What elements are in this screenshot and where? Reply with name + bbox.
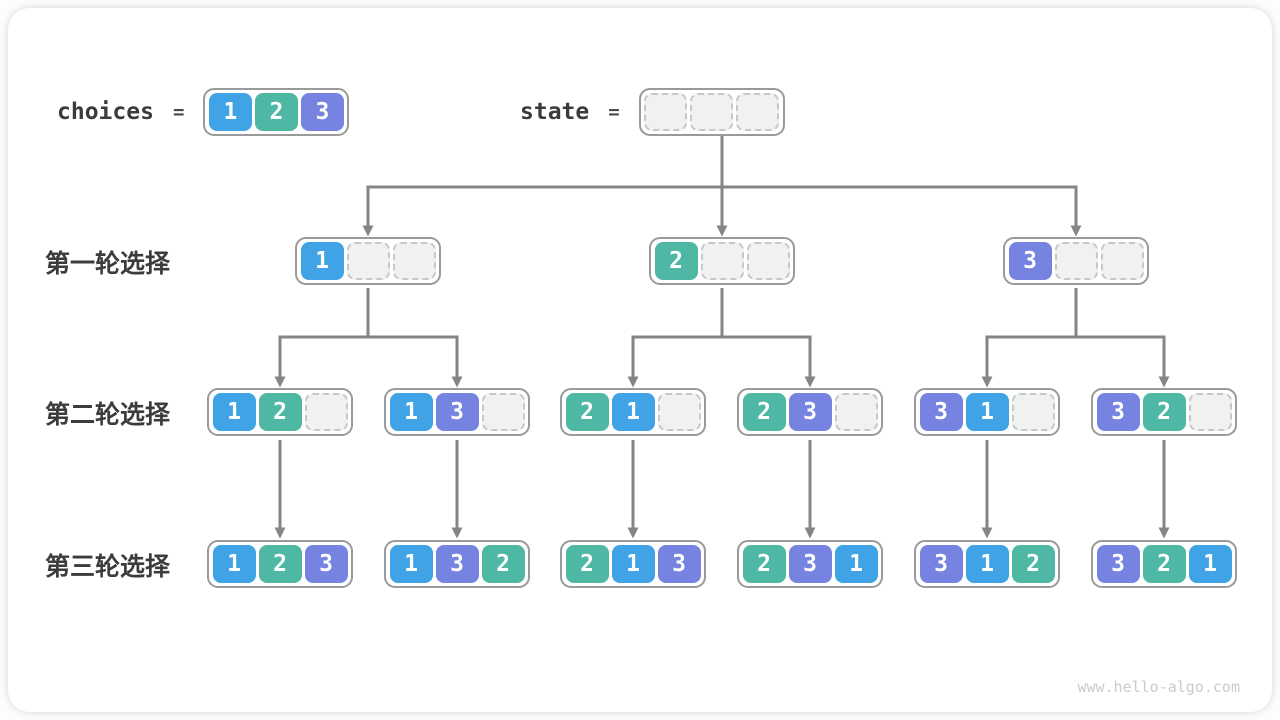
round-2-label: 第二轮选择 (45, 400, 171, 429)
state-cell: 3 (919, 393, 963, 431)
state-cell: 1 (389, 545, 433, 583)
state-cell (1054, 242, 1098, 280)
state-cell: 3 (304, 545, 348, 583)
state-cell: 3 (788, 393, 832, 431)
state-cell (746, 242, 790, 280)
state-cell (657, 393, 701, 431)
state-box: 3 2 1 (1091, 540, 1237, 588)
state-box: 2 3 (737, 388, 883, 436)
state-box: 2 3 1 (737, 540, 883, 588)
state-cell: 3 (1096, 393, 1140, 431)
state-cell (834, 393, 878, 431)
choices-cell: 3 (300, 93, 344, 131)
state-cell: 2 (742, 545, 786, 583)
state-cell (1011, 393, 1055, 431)
state-cell: 1 (1188, 545, 1232, 583)
state-box: 2 (649, 237, 795, 285)
state-cell: 3 (919, 545, 963, 583)
state-box: 1 2 3 (207, 540, 353, 588)
state-cell: 2 (258, 545, 302, 583)
watermark: www.hello-algo.com (1077, 678, 1240, 696)
equals-sign: = (172, 101, 185, 123)
equals-sign: = (608, 101, 620, 123)
state-cell: 1 (212, 545, 256, 583)
state-cell (736, 93, 780, 131)
state-cell (690, 93, 734, 131)
state-cell (1100, 242, 1144, 280)
state-label: state (520, 99, 590, 125)
state-cell (1188, 393, 1232, 431)
state-cell: 1 (611, 545, 655, 583)
state-group: state = (520, 88, 785, 136)
choices-box: 1 2 3 (203, 88, 350, 136)
state-cell: 3 (1008, 242, 1052, 280)
state-cell: 2 (1011, 545, 1055, 583)
state-cell (392, 242, 436, 280)
state-box: 3 2 (1091, 388, 1237, 436)
state-cell: 1 (965, 393, 1009, 431)
state-cell: 2 (654, 242, 698, 280)
state-box: 1 3 (384, 388, 530, 436)
state-box: 2 1 (560, 388, 706, 436)
state-cell (700, 242, 744, 280)
state-box: 3 (1003, 237, 1149, 285)
state-cell: 3 (788, 545, 832, 583)
choices-group: choices = 1 2 3 (57, 88, 350, 136)
state-cell: 2 (1142, 545, 1186, 583)
state-root-box (638, 88, 785, 136)
state-cell: 2 (565, 545, 609, 583)
state-box: 3 1 2 (914, 540, 1060, 588)
state-box: 3 1 (914, 388, 1060, 436)
state-cell: 3 (1096, 545, 1140, 583)
state-box: 2 1 3 (560, 540, 706, 588)
choices-label: choices (57, 99, 154, 125)
state-cell: 2 (565, 393, 609, 431)
state-cell: 2 (742, 393, 786, 431)
round-3-label: 第三轮选择 (45, 552, 171, 581)
state-cell: 1 (611, 393, 655, 431)
state-cell: 1 (965, 545, 1009, 583)
state-cell (304, 393, 348, 431)
state-cell: 3 (435, 545, 479, 583)
state-cell: 3 (435, 393, 479, 431)
state-box: 1 3 2 (384, 540, 530, 588)
state-cell: 2 (258, 393, 302, 431)
state-cell: 1 (300, 242, 344, 280)
state-cell: 2 (1142, 393, 1186, 431)
state-cell: 1 (389, 393, 433, 431)
state-cell: 1 (834, 545, 878, 583)
choices-cell: 1 (208, 93, 252, 131)
state-cell: 3 (657, 545, 701, 583)
state-cell (481, 393, 525, 431)
state-cell (346, 242, 390, 280)
state-cell: 2 (481, 545, 525, 583)
state-box: 1 (295, 237, 441, 285)
state-cell (644, 93, 688, 131)
state-box: 1 2 (207, 388, 353, 436)
choices-cell: 2 (254, 93, 298, 131)
state-cell: 1 (212, 393, 256, 431)
round-1-label: 第一轮选择 (45, 249, 171, 278)
